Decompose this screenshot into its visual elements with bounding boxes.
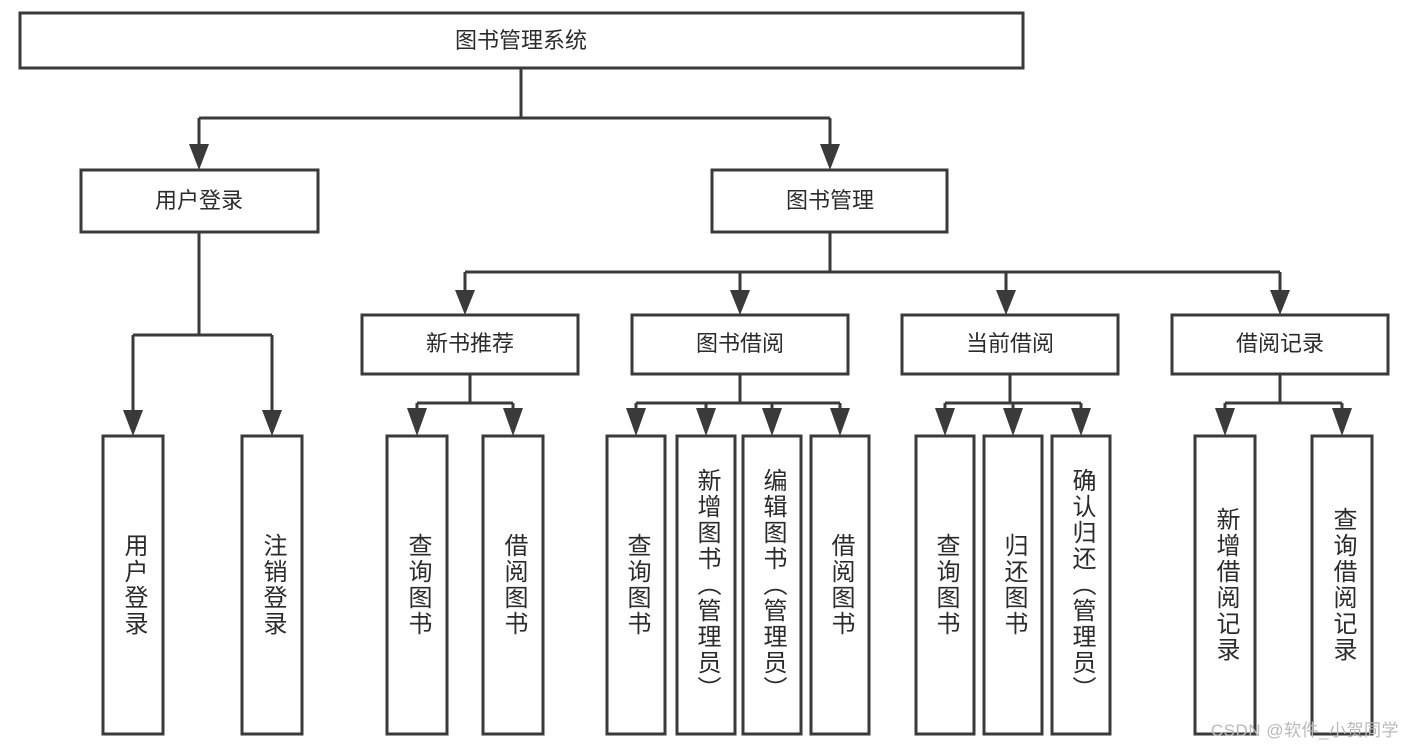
arrow-book-borrow-leaf1 <box>626 408 646 436</box>
arrow-book-borrow-leaf2 <box>696 408 716 436</box>
leaf-box-return-book[interactable] <box>982 434 1044 736</box>
label-book-borrow: 图书借阅 <box>696 331 784 356</box>
arrow-borrow-record-leaf2 <box>1332 408 1352 436</box>
node-new-book-recommend[interactable] <box>360 313 580 376</box>
arrow-to-borrow-record <box>1270 290 1290 315</box>
node-book-borrow[interactable] <box>630 313 850 376</box>
leaf-box-query-borrow-record[interactable] <box>1310 434 1374 736</box>
leaf-box-logout[interactable] <box>240 434 304 736</box>
leaf-box-query-book-2[interactable] <box>605 434 667 736</box>
watermark-text: CSDN @软件_小贺同学 <box>1210 721 1399 740</box>
arrow-user-login-leaf2 <box>262 410 282 436</box>
arrow-current-borrow-leaf1 <box>935 408 955 436</box>
leaf-box-user-login[interactable] <box>101 434 165 736</box>
arrow-to-book-borrow <box>730 290 750 315</box>
node-book-management[interactable] <box>710 168 949 234</box>
leaf-box-borrow-book-1[interactable] <box>481 434 545 736</box>
node-root[interactable] <box>18 11 1025 70</box>
arrow-current-borrow-leaf3 <box>1071 408 1091 436</box>
arrow-current-borrow-leaf2 <box>1003 408 1023 436</box>
leaf-box-add-book-admin[interactable] <box>675 434 737 736</box>
label-new-book-recommend: 新书推荐 <box>426 331 514 356</box>
label-borrow-record: 借阅记录 <box>1236 331 1324 356</box>
leaf-box-confirm-return-admin[interactable] <box>1050 434 1112 736</box>
arrow-book-borrow-leaf4 <box>830 408 850 436</box>
arrow-to-current-borrow <box>996 290 1016 315</box>
leaf-box-add-borrow-record[interactable] <box>1193 434 1257 736</box>
arrow-to-new-book <box>455 290 475 315</box>
leaf-box-query-book-1[interactable] <box>385 434 449 736</box>
label-current-borrow: 当前借阅 <box>966 331 1054 356</box>
node-current-borrow[interactable] <box>900 313 1120 376</box>
arrow-borrow-record-leaf1 <box>1215 408 1235 436</box>
leaf-box-borrow-book-2[interactable] <box>809 434 871 736</box>
arrow-user-login-leaf1 <box>123 410 143 436</box>
arrow-to-book-mgmt <box>820 144 840 170</box>
label-book-management: 图书管理 <box>786 188 874 213</box>
leaf-box-query-book-3[interactable] <box>914 434 976 736</box>
arrow-new-book-leaf1 <box>407 408 427 436</box>
label-user-login: 用户登录 <box>155 188 243 213</box>
node-borrow-record[interactable] <box>1170 313 1390 376</box>
arrow-book-borrow-leaf3 <box>762 408 782 436</box>
label-root: 图书管理系统 <box>455 28 587 53</box>
leaf-box-edit-book-admin[interactable] <box>741 434 803 736</box>
arrow-to-user-login <box>189 144 209 170</box>
arrow-new-book-leaf2 <box>503 408 523 436</box>
